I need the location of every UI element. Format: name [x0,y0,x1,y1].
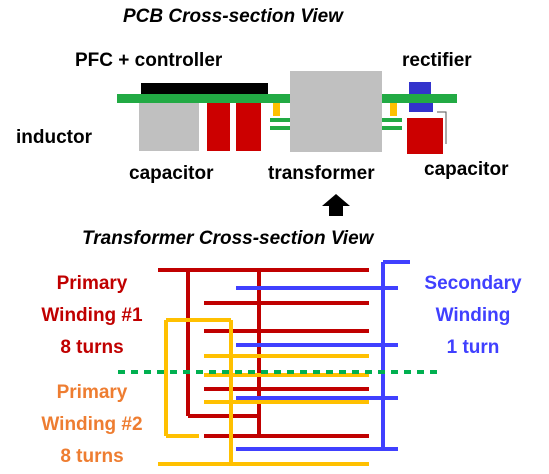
pcb-view-title: PCB Cross-section View [123,6,343,27]
primary-winding-2-turns: 8 turns [60,446,124,467]
secondary-winding-label: Secondary Winding 1 turn [398,268,548,364]
primary-winding-2-name-line2: Winding #2 [41,414,143,435]
capacitor-right [407,118,443,154]
pfc-controller-label: PFC + controller [75,50,223,71]
transformer-label: transformer [268,163,375,184]
primary-winding-1-label: Primary Winding #1 8 turns [12,268,172,364]
inductor-block [139,103,199,151]
pcb-trace-left-1 [270,118,290,122]
pcb-trace-left-2 [270,126,290,130]
inductor-label: inductor [16,127,92,148]
primary-winding-2 [158,318,369,466]
secondary-winding-name-line2: Winding [435,305,511,326]
capacitor-right-label: capacitor [424,159,509,180]
capacitor-left-2 [236,103,261,151]
capacitor-left-1 [207,103,230,151]
primary-winding-1 [158,268,369,438]
secondary-winding-turns: 1 turn [446,337,500,358]
primary-winding-1-name-line2: Winding #1 [41,305,143,326]
arrow-up-icon [322,194,350,216]
transformer-view-title: Transformer Cross-section View [82,228,374,249]
transformer-block [290,71,382,152]
pcb-trace-right-2 [382,126,402,130]
pfc-controller-chip [141,83,268,94]
secondary-winding [236,260,410,451]
rectifier-label: rectifier [402,50,472,71]
pcb-pin-right [390,103,397,116]
primary-winding-1-name-line1: Primary [56,273,128,294]
secondary-winding-name-line1: Secondary [424,273,522,294]
pcb-trace-right-1 [382,118,402,122]
pcb-board [117,94,457,103]
capacitor-left-label: capacitor [129,163,214,184]
capacitor-right-lead [437,111,447,144]
rectifier-top [409,82,431,94]
rectifier-bottom [409,103,433,112]
pcb-pin-left [273,103,280,116]
primary-winding-1-turns: 8 turns [60,337,124,358]
primary-winding-2-name-line1: Primary [56,382,128,403]
primary-winding-2-label: Primary Winding #2 8 turns [12,377,172,473]
